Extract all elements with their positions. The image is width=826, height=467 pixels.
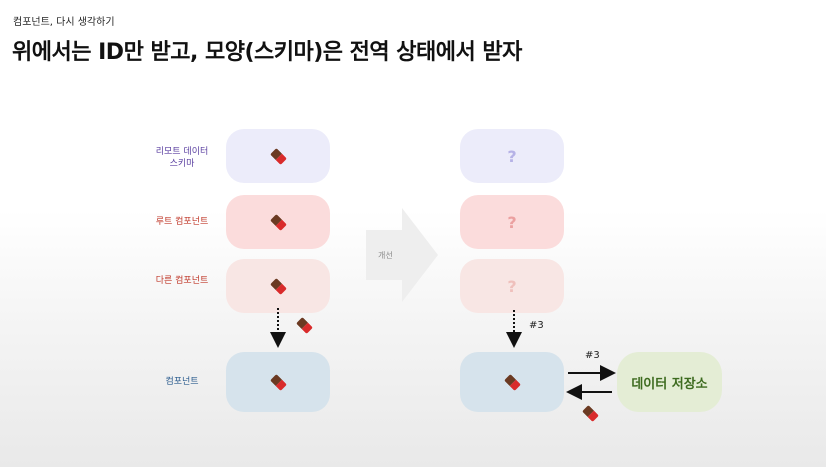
unknown-placeholder: ? xyxy=(507,276,517,296)
label-other-component: 다른 컴포넌트 xyxy=(155,276,209,286)
breadcrumb: 컴포넌트, 다시 생각하기 xyxy=(13,17,115,28)
unknown-placeholder: ? xyxy=(507,212,517,232)
unknown-placeholder: ? xyxy=(507,146,517,166)
right-root-box: ? xyxy=(460,195,564,249)
label-remote-schema: 리모트 데이터 스키마 xyxy=(155,147,209,169)
other-component-box xyxy=(226,259,330,313)
right-component-box xyxy=(460,352,564,412)
improve-label: 개선 xyxy=(378,251,393,260)
down-arrow-label: #3 xyxy=(529,320,544,331)
component-box xyxy=(226,352,330,412)
label-root-component: 루트 컴포넌트 xyxy=(155,217,209,227)
page-title: 위에서는 ID만 받고, 모양(스키마)은 전역 상태에서 받자 xyxy=(12,40,522,65)
root-component-box xyxy=(226,195,330,249)
store-arrow-label: #3 xyxy=(585,350,600,361)
data-store-box: 데이터 저장소 xyxy=(617,352,722,412)
data-store-label: 데이터 저장소 xyxy=(631,376,708,392)
right-other-box: ? xyxy=(460,259,564,313)
improve-arrow-icon xyxy=(366,208,438,302)
remote-schema-box xyxy=(226,129,330,183)
right-schema-box: ? xyxy=(460,129,564,183)
label-component: 컴포넌트 xyxy=(165,377,199,387)
